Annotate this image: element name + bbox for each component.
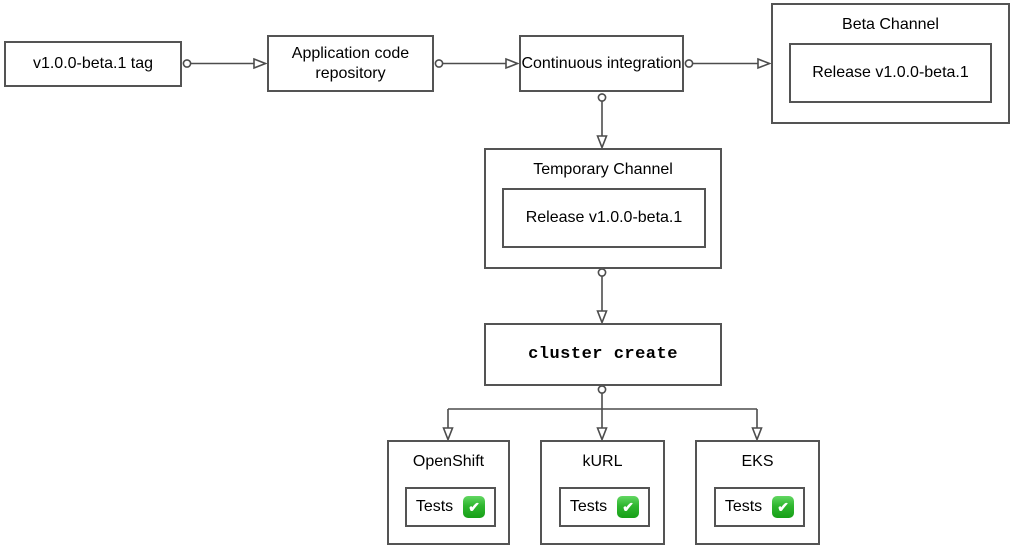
node-temporary-channel: Temporary Channel Release v1.0.0-beta.1 bbox=[484, 148, 722, 269]
connector-repo-to-ci bbox=[434, 57, 520, 70]
node-eks: EKS Tests ✔ bbox=[695, 440, 820, 545]
temporary-channel-title: Temporary Channel bbox=[533, 161, 673, 178]
node-version-tag: v1.0.0-beta.1 tag bbox=[4, 41, 182, 87]
beta-channel-title: Beta Channel bbox=[842, 16, 939, 33]
beta-channel-release-label: Release v1.0.0-beta.1 bbox=[812, 64, 969, 81]
beta-channel-release-box: Release v1.0.0-beta.1 bbox=[789, 43, 992, 103]
kurl-title: kURL bbox=[582, 453, 623, 470]
cluster-create-label: cluster create bbox=[528, 344, 678, 364]
check-mark-icon: ✔ bbox=[463, 496, 486, 518]
openshift-tests-label: Tests bbox=[415, 498, 454, 515]
check-mark-icon: ✔ bbox=[617, 496, 640, 518]
application-code-repository-label: Application code repository bbox=[291, 44, 410, 82]
node-application-code-repository: Application code repository bbox=[267, 35, 434, 92]
eks-tests-label: Tests bbox=[724, 498, 763, 515]
eks-tests-box: Tests ✔ bbox=[714, 487, 805, 527]
openshift-title: OpenShift bbox=[412, 453, 485, 470]
temporary-channel-release-box: Release v1.0.0-beta.1 bbox=[502, 188, 706, 248]
connector-temporary-channel-to-cluster-create bbox=[596, 268, 608, 325]
node-kurl: kURL Tests ✔ bbox=[540, 440, 665, 545]
node-openshift: OpenShift Tests ✔ bbox=[387, 440, 510, 545]
version-tag-label: v1.0.0-beta.1 tag bbox=[32, 55, 154, 72]
node-beta-channel: Beta Channel Release v1.0.0-beta.1 bbox=[771, 3, 1010, 124]
node-cluster-create: cluster create bbox=[484, 323, 722, 386]
continuous-integration-label: Continuous integration bbox=[521, 54, 682, 72]
connector-cluster-create-to-clusters bbox=[442, 385, 763, 442]
connector-tag-to-repo bbox=[182, 57, 268, 70]
kurl-tests-label: Tests bbox=[569, 498, 608, 515]
connector-ci-to-temporary-channel bbox=[596, 93, 608, 150]
check-mark-icon: ✔ bbox=[772, 496, 795, 518]
kurl-tests-box: Tests ✔ bbox=[559, 487, 650, 527]
openshift-tests-box: Tests ✔ bbox=[405, 487, 496, 527]
temporary-channel-release-label: Release v1.0.0-beta.1 bbox=[525, 209, 683, 226]
node-continuous-integration: Continuous integration bbox=[519, 35, 684, 92]
eks-title: EKS bbox=[741, 453, 774, 470]
connector-ci-to-beta-channel bbox=[684, 57, 772, 70]
